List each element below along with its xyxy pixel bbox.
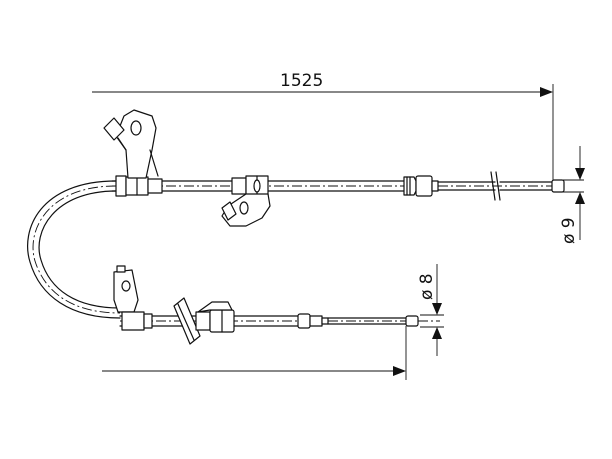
lower-cable — [113, 265, 440, 345]
lower-length-dimension — [102, 326, 407, 380]
lower-cable-nipple — [405, 315, 419, 327]
upper-cable — [103, 109, 565, 227]
lower-end-fitting — [297, 313, 329, 329]
cable-curve — [27, 180, 121, 319]
upper-diameter-label: ø 9 — [559, 217, 579, 244]
middle-clip — [231, 175, 269, 197]
lower-clamp-block — [121, 311, 145, 331]
upper-sleeve — [115, 175, 127, 197]
length-arrow-head — [540, 87, 553, 97]
upper-mounting-bracket — [103, 109, 159, 179]
lower-sleeve-fitting — [195, 301, 235, 333]
upper-cable-nipple — [551, 179, 565, 193]
length-dimension-label: 1525 — [280, 71, 323, 91]
bracket-tab — [103, 117, 125, 141]
lower-mounting-bracket — [113, 265, 139, 313]
lower-retaining-clip — [173, 297, 201, 345]
lower-diameter-label: ø 8 — [417, 273, 437, 300]
middle-mounting-bracket — [221, 193, 271, 227]
lower-diameter-dimension: ø 8 — [417, 264, 444, 356]
upper-diameter-dimension: ø 9 — [559, 146, 585, 244]
cable-break-mark — [490, 171, 496, 201]
upper-end-fitting — [403, 175, 439, 197]
upper-clamp-collar — [147, 178, 163, 194]
length-dimension: 1525 — [92, 71, 554, 184]
bracket-bolt-hole — [130, 120, 142, 136]
